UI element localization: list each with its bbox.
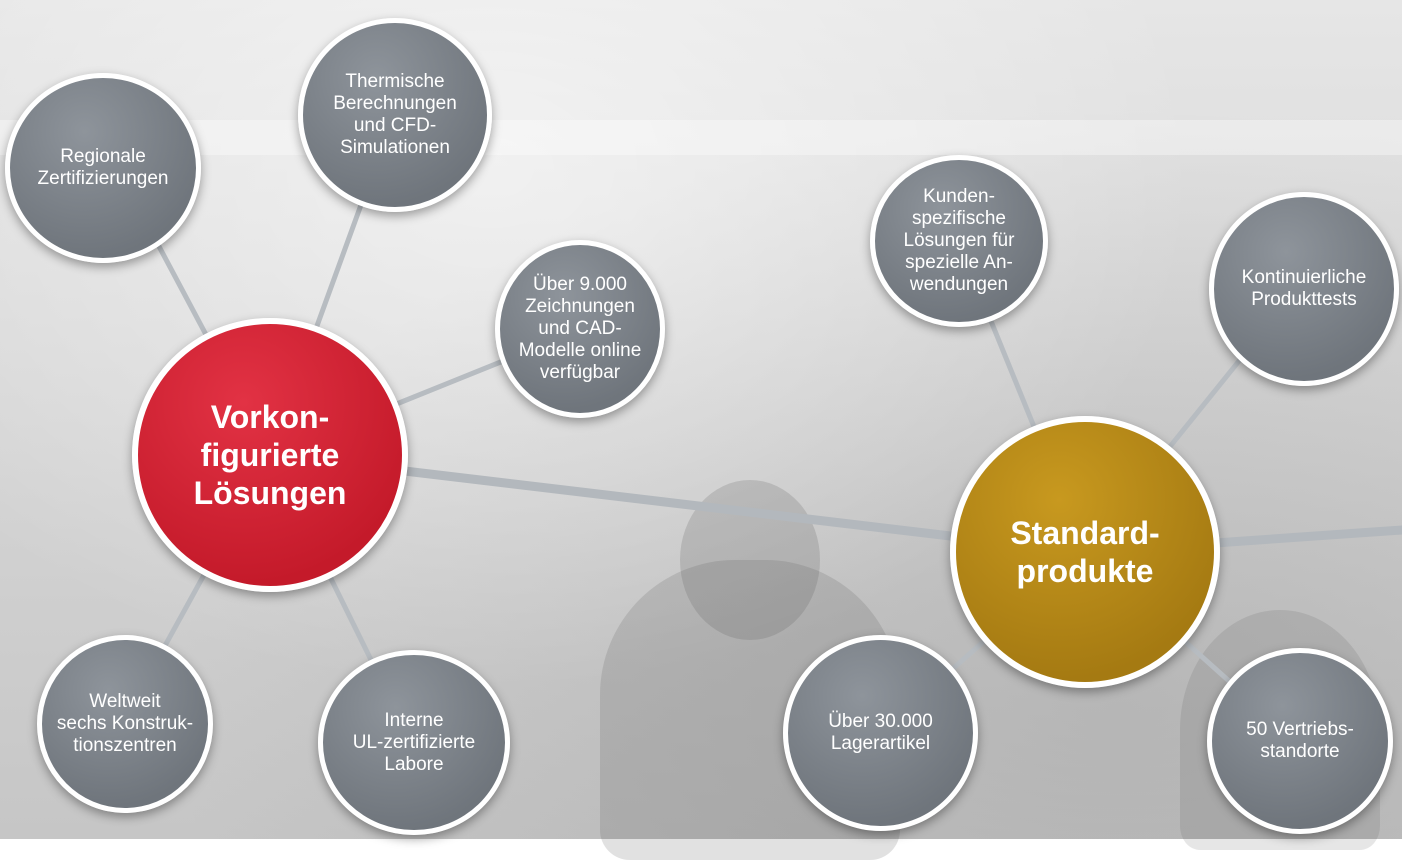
- node-text: und CFD-: [353, 115, 437, 136]
- node-text: Interne: [384, 709, 444, 731]
- node-thermal-calculations: Thermische Berechnungen und CFD- Simulat…: [298, 18, 492, 212]
- hub-preconfigured-solutions: Vorkon- figurierte Lösungen: [132, 318, 408, 592]
- node-sales-locations: 50 Vertriebs- standorte: [1207, 648, 1393, 834]
- hub-standard-products: Standard- produkte: [950, 416, 1220, 688]
- node-text: Kunden-: [923, 186, 995, 207]
- node-custom-solutions: Kunden- spezifische Lösungen für speziel…: [870, 155, 1048, 327]
- node-text: Produkttests: [1251, 289, 1357, 310]
- node-text: Berechnungen: [333, 93, 457, 114]
- node-product-tests: Kontinuierliche Produkttests: [1209, 192, 1399, 386]
- node-text: Weltweit: [89, 691, 161, 712]
- node-text: Zeichnungen: [525, 296, 635, 317]
- node-text: tionszentren: [73, 735, 177, 756]
- node-text: 50 Vertriebs-: [1246, 719, 1354, 740]
- node-stock-items: Über 30.000 Lagerartikel: [783, 635, 978, 831]
- node-text: Zertifizierungen: [37, 168, 169, 189]
- node-text: Modelle online: [518, 340, 642, 361]
- node-text: sechs Konstruk-: [56, 713, 194, 734]
- node-cad-models: Über 9.000 Zeichnungen und CAD- Modelle …: [495, 240, 665, 418]
- node-text: Thermische: [345, 71, 445, 92]
- node-text: wendungen: [909, 274, 1009, 295]
- node-text: spezielle An-: [905, 252, 1013, 273]
- node-text: Über 9.000: [532, 274, 627, 295]
- node-text: Labore: [384, 753, 444, 775]
- node-ul-labs: Interne UL-zertifizierte Labore: [318, 650, 510, 835]
- node-text: UL-zertifizierte: [352, 731, 476, 753]
- node-design-centers: Weltweit sechs Konstruk- tionszentren: [37, 635, 213, 813]
- node-text: Lösungen für: [903, 230, 1015, 251]
- node-text: standorte: [1260, 741, 1340, 762]
- node-text: spezifische: [911, 208, 1006, 229]
- node-text: Kontinuierliche: [1241, 267, 1367, 288]
- node-text: Regionale: [60, 146, 146, 167]
- node-text: Lagerartikel: [830, 733, 931, 754]
- background-window-band: [0, 120, 1402, 155]
- hub-text: figurierte: [200, 437, 340, 473]
- node-text: Simulationen: [340, 137, 450, 158]
- node-text: und CAD-: [538, 318, 622, 339]
- node-regional-certifications: Regionale Zertifizierungen: [5, 73, 201, 263]
- hub-text: produkte: [1016, 553, 1154, 589]
- hub-text: Lösungen: [193, 475, 347, 511]
- hub-text: Standard-: [1010, 515, 1160, 551]
- node-text: Über 30.000: [828, 711, 933, 732]
- hub-text: Vorkon-: [210, 399, 330, 435]
- node-text: verfügbar: [539, 362, 621, 383]
